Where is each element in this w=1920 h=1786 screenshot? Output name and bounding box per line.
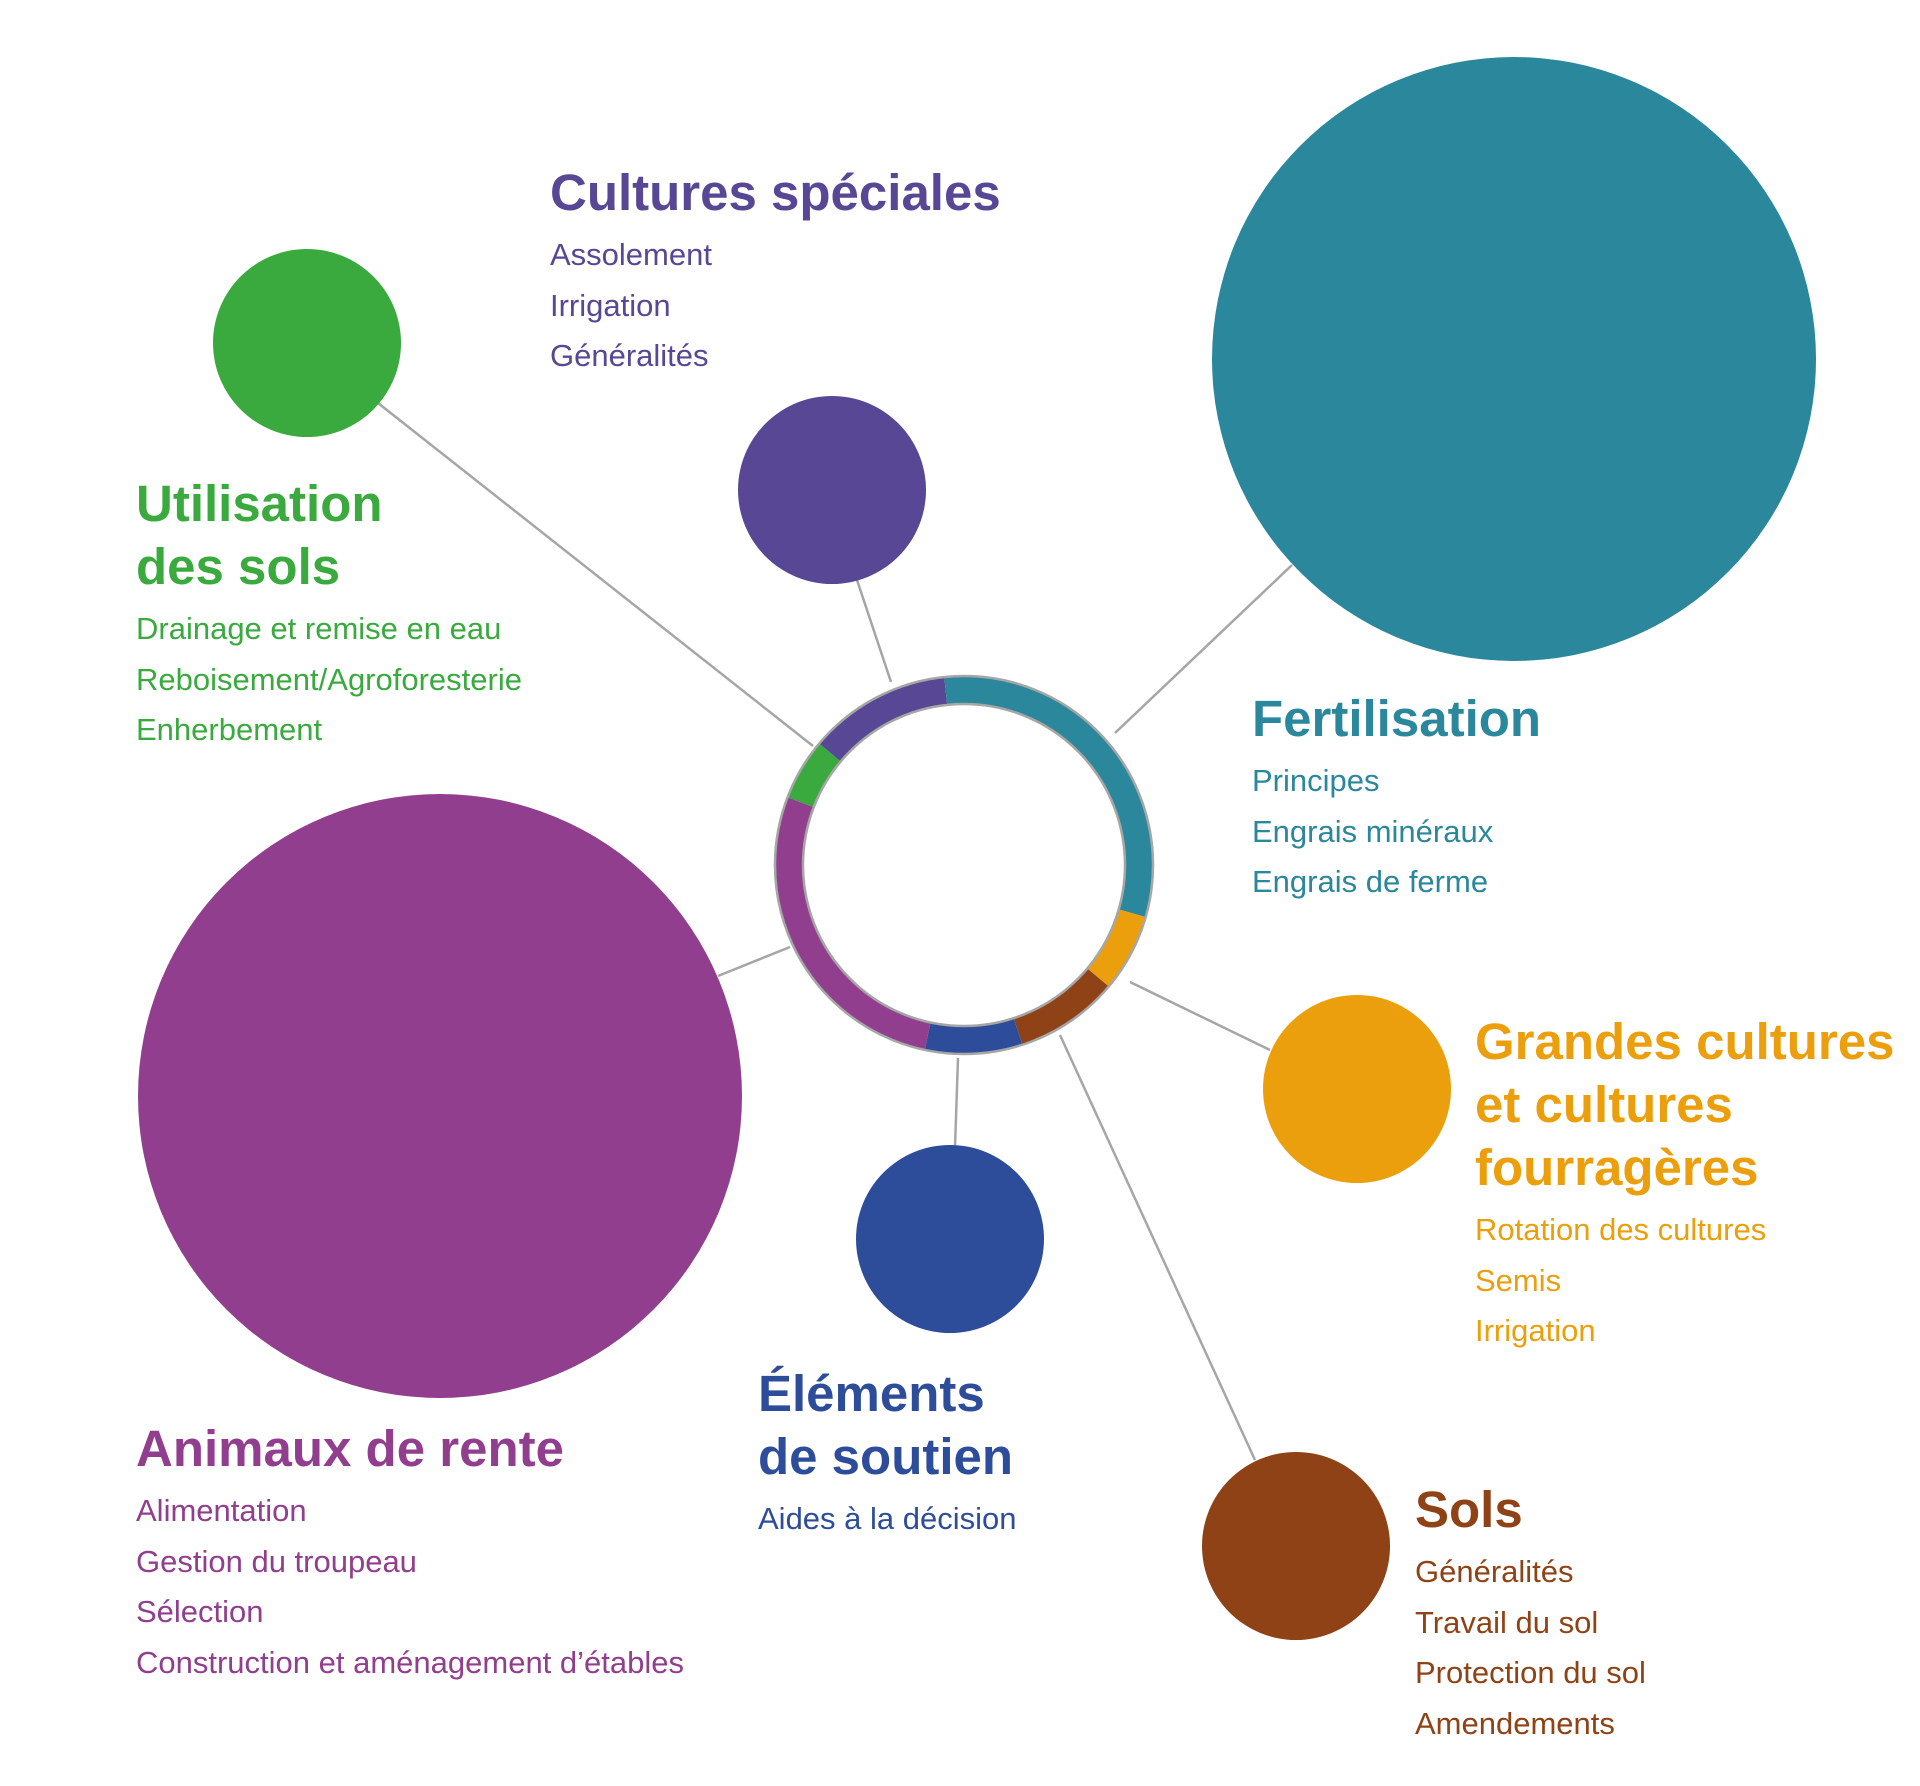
category-title: Animaux de rente xyxy=(136,1417,684,1480)
category-item: Construction et aménagement d’étables xyxy=(136,1644,684,1680)
ring-segment-speciales xyxy=(819,677,948,762)
category-item: Principes xyxy=(1252,763,1380,798)
ring-segment-soutien xyxy=(924,1018,1023,1054)
category-item: Généralités xyxy=(1415,1554,1574,1589)
bubble-animaux xyxy=(138,794,742,1398)
bubble-speciales xyxy=(738,396,926,584)
category-item: Engrais de ferme xyxy=(1252,864,1489,899)
category-title-line: Utilisation xyxy=(136,475,383,532)
category-title-line: Sols xyxy=(1415,1481,1523,1538)
connector-line-fertilisation xyxy=(1114,564,1293,734)
category-title-line: Éléments xyxy=(758,1365,985,1422)
connector-line-sols xyxy=(1058,1034,1257,1461)
bubble-fertilisation xyxy=(1212,57,1816,661)
connector-line-utilisation xyxy=(377,402,814,747)
category-title-line: et cultures xyxy=(1475,1076,1733,1133)
connector-line-speciales xyxy=(855,579,893,683)
category-item: Irrigation xyxy=(550,287,671,323)
category-title-line: Animaux de rente xyxy=(136,1420,564,1477)
category-item: Généralités xyxy=(550,338,709,373)
category-title-line: de soutien xyxy=(758,1428,1014,1485)
category-item: Reboisement/Agroforesterie xyxy=(136,661,522,697)
category-title-line: des sols xyxy=(136,538,341,595)
ring-segment-utilisation xyxy=(787,743,841,808)
category-item: Protection du sol xyxy=(1415,1655,1646,1690)
ring-inner-outline xyxy=(801,702,1127,1028)
category-item: Travail du sol xyxy=(1415,1604,1599,1640)
category-item: Gestion du troupeau xyxy=(136,1543,417,1579)
connector-line-grandes xyxy=(1129,980,1271,1052)
bubble-soutien xyxy=(856,1145,1044,1333)
category-item: Irrigation xyxy=(1475,1313,1596,1348)
connector-line-animaux xyxy=(717,945,791,978)
category-item: Assolement xyxy=(550,237,712,272)
category-item: Drainage et remise en eau xyxy=(136,611,502,646)
category-item: Enherbement xyxy=(136,712,323,747)
category-item: Engrais minéraux xyxy=(1252,813,1494,849)
category-title-line: Cultures spéciales xyxy=(550,164,1001,221)
category-item: Amendements xyxy=(1415,1705,1615,1741)
category-item: Rotation des cultures xyxy=(1475,1212,1767,1247)
bubble-grandes xyxy=(1263,995,1451,1183)
bubble-utilisation xyxy=(213,249,401,437)
category-item: Semis xyxy=(1475,1262,1562,1298)
category-title: Grandes cultures et cultures fourragères xyxy=(1475,1010,1894,1199)
ring-segment-sols xyxy=(1013,968,1109,1045)
ring-segment-fertilisation xyxy=(944,676,1153,918)
ring-segment-animaux xyxy=(775,797,931,1050)
bubble-sols xyxy=(1202,1452,1390,1640)
category-title-line: Fertilisation xyxy=(1252,690,1542,747)
category-title: Cultures spéciales xyxy=(550,161,1001,224)
category-item: Sélection xyxy=(136,1594,264,1629)
category-title: Utilisation des sols xyxy=(136,472,522,598)
category-title: Éléments de soutien xyxy=(758,1362,1017,1488)
category-item: Aides à la décision xyxy=(758,1501,1017,1536)
category-item: Alimentation xyxy=(136,1493,307,1528)
category-bubbles xyxy=(138,57,1816,1640)
connector-lines xyxy=(377,402,1293,1461)
category-title-line: Grandes cultures xyxy=(1475,1013,1895,1070)
category-title: Sols xyxy=(1415,1478,1646,1541)
category-items: Aides à la décision xyxy=(758,1494,1017,1545)
category-title-line: fourragères xyxy=(1475,1139,1759,1196)
connector-line-soutien xyxy=(953,1057,960,1148)
category-title: Fertilisation xyxy=(1252,687,1541,750)
center-ring xyxy=(773,674,1155,1056)
ring-segment-grandes xyxy=(1087,909,1146,987)
ring-outer-outline xyxy=(773,674,1155,1056)
